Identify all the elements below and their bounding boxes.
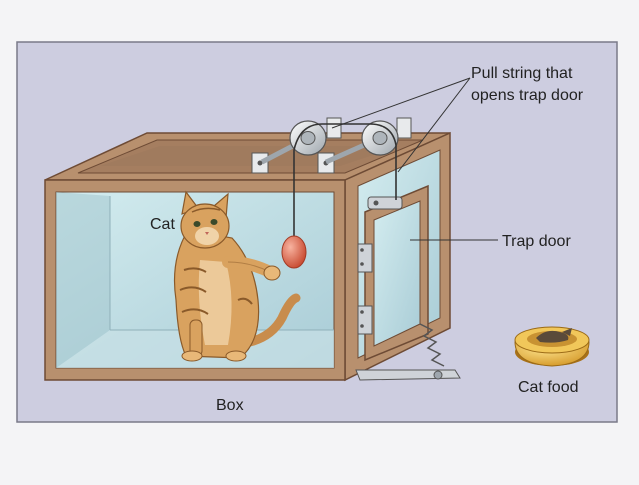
pulley-bracket-right bbox=[317, 152, 335, 174]
pulley-bracket-left bbox=[251, 152, 269, 174]
leader-pull-string-left bbox=[331, 77, 471, 129]
cat-illustration bbox=[173, 190, 301, 362]
pulley-left bbox=[289, 120, 327, 156]
cat-food-bowl bbox=[514, 326, 590, 367]
pulley-system bbox=[251, 117, 412, 269]
door-latch[interactable] bbox=[367, 196, 403, 210]
base-lever bbox=[355, 369, 461, 381]
leader-pull-string-right bbox=[397, 77, 471, 173]
label-cat-food: Cat food bbox=[518, 379, 578, 396]
hinge-top bbox=[357, 243, 373, 273]
cat-head bbox=[180, 190, 230, 249]
label-box: Box bbox=[216, 397, 244, 414]
door-spring bbox=[419, 323, 445, 367]
label-cat: Cat bbox=[150, 216, 175, 233]
pull-string[interactable] bbox=[293, 123, 397, 236]
label-trap-door: Trap door bbox=[502, 233, 571, 250]
label-pull-string-line2: opens trap door bbox=[471, 87, 584, 104]
hinge-bottom bbox=[357, 305, 373, 335]
label-pull-string-line1: Pull string that bbox=[471, 65, 573, 82]
string-weight[interactable] bbox=[281, 235, 307, 269]
label-leaders bbox=[331, 77, 498, 241]
